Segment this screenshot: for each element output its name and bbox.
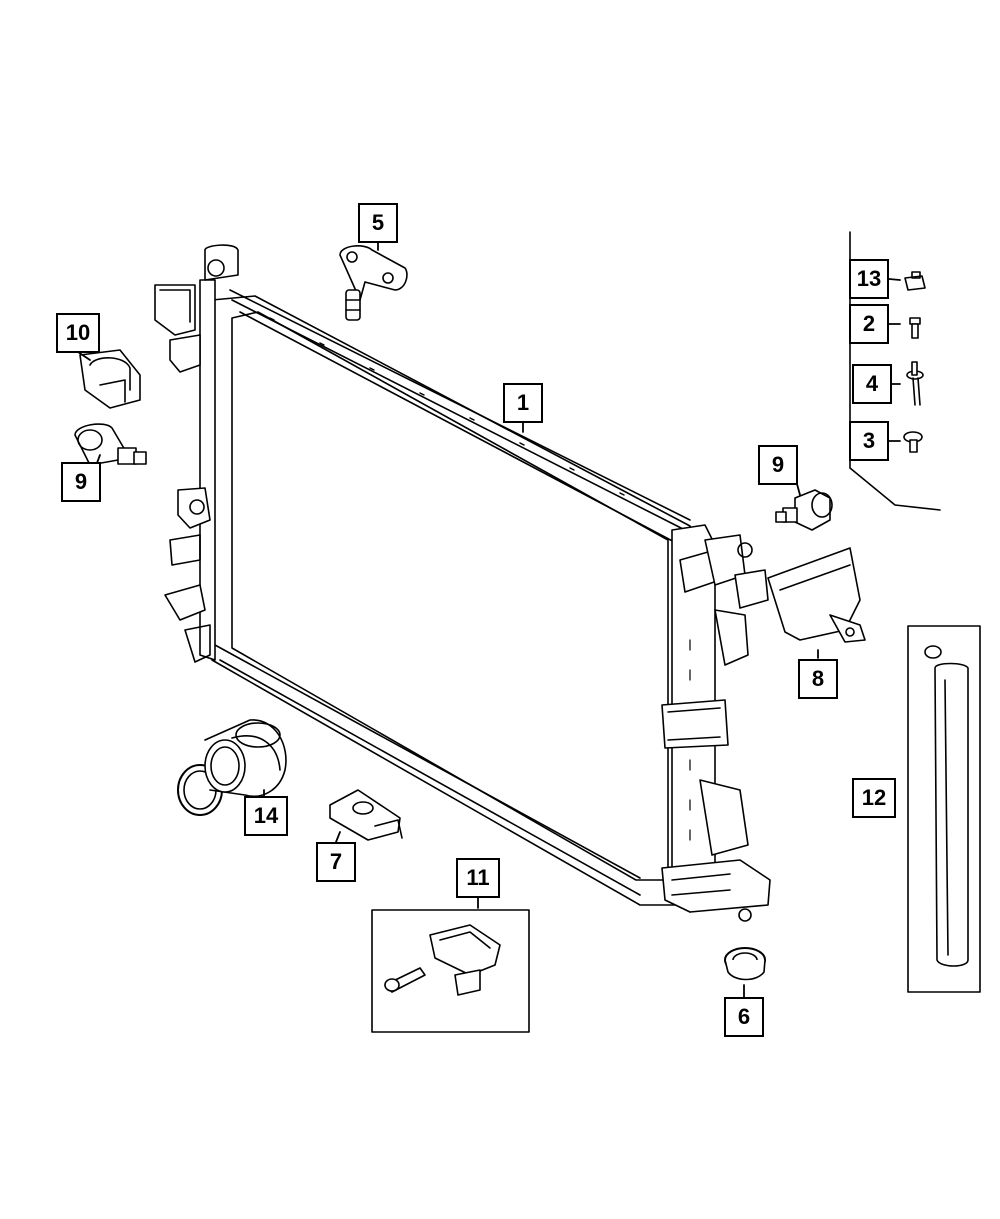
callout-3[interactable]: 3 <box>849 421 889 461</box>
callout-10[interactable]: 10 <box>56 313 100 353</box>
leader-lines <box>77 241 901 998</box>
callout-11[interactable]: 11 <box>456 858 500 898</box>
hose-adapter-and-o-ring <box>177 719 287 816</box>
callout-5[interactable]: 5 <box>358 203 398 243</box>
upper-isolator-bracket <box>339 245 408 321</box>
shield <box>767 547 866 643</box>
lower-isolator <box>724 947 766 981</box>
hardware-panel <box>849 231 941 511</box>
callout-4[interactable]: 4 <box>852 364 892 404</box>
callout-12[interactable]: 12 <box>852 778 896 818</box>
callout-8[interactable]: 8 <box>798 659 838 699</box>
callout-2[interactable]: 2 <box>849 304 889 344</box>
callout-9-left[interactable]: 9 <box>61 462 101 502</box>
sensor-clip <box>79 349 141 409</box>
callout-6[interactable]: 6 <box>724 997 764 1037</box>
radiator <box>154 244 771 922</box>
callout-13[interactable]: 13 <box>849 259 889 299</box>
bracket-kit <box>371 909 530 1033</box>
temperature-sensor-right <box>775 489 833 531</box>
callout-1[interactable]: 1 <box>503 383 543 423</box>
callout-9-right[interactable]: 9 <box>758 445 798 485</box>
callout-7[interactable]: 7 <box>316 842 356 882</box>
mount-bracket <box>329 789 403 841</box>
seal-strip <box>907 625 981 993</box>
callout-14[interactable]: 14 <box>244 796 288 836</box>
temperature-sensor-left <box>74 423 147 466</box>
